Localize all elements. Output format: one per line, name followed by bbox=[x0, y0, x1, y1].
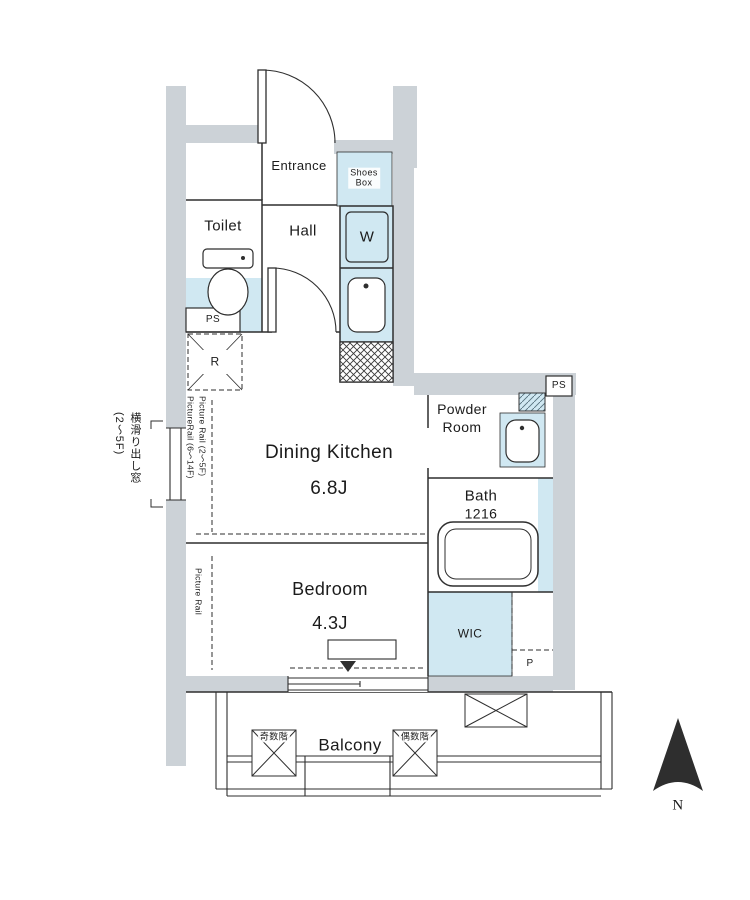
dining-kitchen-size: 6.8J bbox=[310, 478, 348, 500]
duct-hatch bbox=[518, 392, 546, 412]
walls bbox=[166, 86, 576, 766]
picture-rail-note-line1: Picture Rail (2〜5F) bbox=[197, 396, 208, 477]
shoes-box-label-line2: Box bbox=[355, 178, 373, 188]
bath-size: 1216 bbox=[464, 505, 498, 522]
dining-kitchen-label: Dining Kitchen bbox=[264, 442, 394, 464]
powder-room-label-line2: Room bbox=[442, 419, 482, 435]
dashed-lines bbox=[187, 333, 553, 676]
washing-machine bbox=[345, 211, 389, 263]
powder-room-label-line1: Powder bbox=[437, 400, 487, 417]
ps-top-label: PS bbox=[205, 313, 221, 325]
side-window-note-line1: 横滑り出し窓 bbox=[128, 412, 141, 484]
powder-room-label: Powder Room bbox=[437, 400, 487, 436]
fridge-label: R bbox=[210, 354, 220, 369]
fridge-space bbox=[187, 333, 243, 391]
picture-rail-note-line2: PictureRail (6〜14F) bbox=[185, 396, 196, 479]
hatch-even-label: 偶数階 bbox=[398, 731, 432, 743]
north-arrow-icon bbox=[653, 718, 703, 791]
bath-label: Bath bbox=[464, 487, 498, 505]
balcony-label: Balcony bbox=[318, 735, 382, 755]
picture-rail-note: Picture Rail (2〜5F) PictureRail (6〜14F) bbox=[184, 396, 209, 479]
entrance-label: Entrance bbox=[271, 157, 327, 173]
bedroom-counter bbox=[327, 639, 397, 672]
side-window-note: 横滑り出し窓 (2〜5F) bbox=[110, 412, 142, 484]
washer-label: W bbox=[359, 228, 375, 246]
toilet-label: Toilet bbox=[204, 217, 242, 235]
shoes-box-label: Shoes Box bbox=[348, 167, 380, 189]
pipe-label: P bbox=[526, 657, 534, 669]
vanity-sink bbox=[505, 419, 540, 463]
wic-label: WIC bbox=[457, 626, 483, 641]
hall-label: Hall bbox=[289, 222, 317, 240]
bedroom-size: 4.3J bbox=[312, 612, 348, 633]
section-marker-icon bbox=[340, 661, 356, 672]
entrance-door bbox=[257, 69, 336, 144]
picture-rail-bedroom-note: Picture Rail bbox=[193, 568, 204, 616]
ps-right-label: PS bbox=[551, 379, 567, 391]
bathtub bbox=[437, 521, 539, 587]
toilet-fixture bbox=[202, 248, 254, 316]
service-box bbox=[464, 693, 528, 728]
bedroom-label: Bedroom bbox=[292, 578, 368, 599]
shoes-box-label-line1: Shoes bbox=[350, 167, 378, 178]
kitchen-sink bbox=[347, 277, 386, 333]
side-window-note-line2: (2〜5F) bbox=[112, 412, 125, 456]
north-label: N bbox=[672, 797, 684, 814]
stove bbox=[339, 341, 394, 383]
side-window bbox=[150, 420, 186, 508]
bedroom-window bbox=[287, 676, 429, 692]
hall-door bbox=[267, 267, 337, 333]
hatch-odd-label: 奇数階 bbox=[257, 731, 291, 743]
pipe-space-boxes bbox=[185, 307, 573, 397]
